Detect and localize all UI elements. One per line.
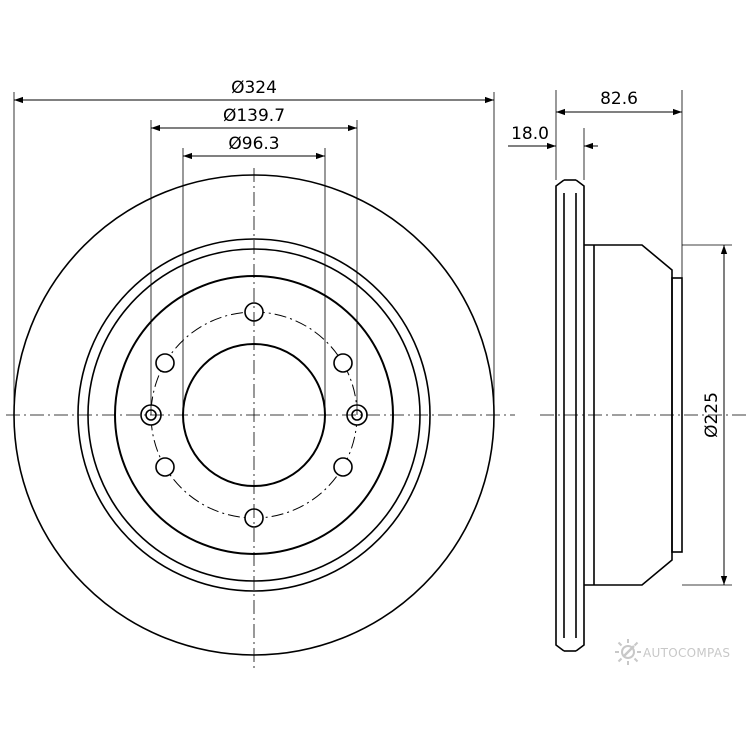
disc-thickness-label: 18.0: [511, 124, 549, 144]
extension-lines: [13, 92, 495, 415]
total-height-label: 82.6: [600, 89, 638, 109]
bolt-circle-label: Ø139.7: [223, 106, 285, 126]
side-view: [555, 179, 683, 652]
hat-diameter-label: Ø225: [702, 392, 722, 438]
outer-diameter-label: Ø324: [231, 78, 277, 98]
gear-logo-icon: [615, 639, 641, 665]
bolt-hole: [155, 457, 175, 477]
side-extension-lines: [555, 90, 732, 586]
hub-face: [671, 277, 683, 553]
watermark: AUTOCOMPAS: [615, 639, 730, 665]
rotor-face-left: [555, 179, 565, 652]
dimension-lines: [14, 96, 494, 160]
bolt-hole: [333, 457, 353, 477]
watermark-text: AUTOCOMPAS: [643, 646, 730, 660]
bolt-hole: [333, 353, 353, 373]
side-dimension-lines: [508, 108, 728, 585]
center-lines: [6, 168, 748, 668]
center-bore-label: Ø96.3: [228, 134, 279, 154]
bolt-hole: [155, 353, 175, 373]
rotor-face-right: [575, 179, 585, 652]
